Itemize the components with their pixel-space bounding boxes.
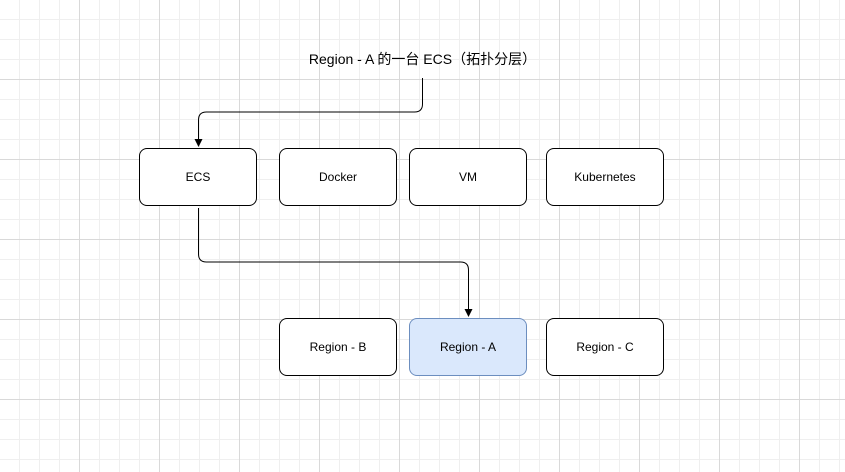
node-docker[interactable]: Docker (279, 148, 397, 206)
edge-ecs-to-region-a (198, 208, 473, 317)
node-kubernetes[interactable]: Kubernetes (546, 148, 664, 206)
diagram-title: Region - A 的一台 ECS（拓扑分层） (308, 51, 537, 67)
node-region-a[interactable]: Region - A (409, 318, 527, 376)
node-region-b[interactable]: Region - B (279, 318, 397, 376)
node-vm[interactable]: VM (409, 148, 527, 206)
node-region-c[interactable]: Region - C (546, 318, 664, 376)
edge-title-to-ecs (194, 78, 423, 147)
node-ecs[interactable]: ECS (139, 148, 257, 206)
